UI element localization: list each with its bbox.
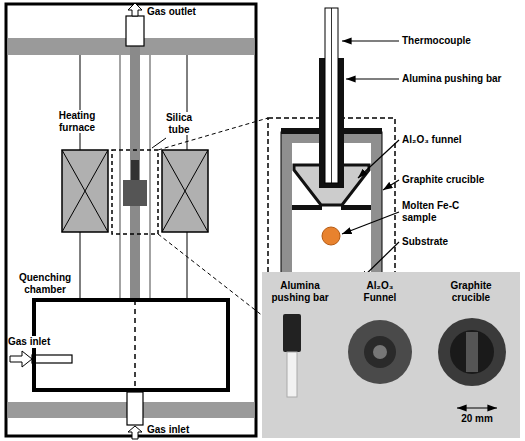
silica-tube-wall [149,55,150,298]
leader-line [346,78,399,79]
furnace-frame [6,4,256,436]
heater-block [62,150,108,232]
photo-label: Graphite crucible [440,280,502,303]
crucible-cap [344,128,382,134]
heater-cross [62,150,108,232]
part-label: Molten Fe-C sample [402,200,476,223]
center-rod [130,46,140,298]
part-label: Thermocouple [402,35,471,47]
heater-block [162,150,208,232]
small-pushing-bar [131,160,139,180]
part-label: Heating furnace [48,110,106,133]
photo-funnel-inner [364,336,396,368]
photo-crucible-inner [450,330,494,374]
scale-label: 20 mm [455,413,499,425]
photo-label: Al₂O₃ Funnel [350,280,410,303]
funnel-shelf [341,205,371,210]
molten-sample [322,227,340,245]
zoom-line [158,234,268,320]
part-label: Gas inlet [8,336,50,348]
crucible-cap [281,128,319,134]
part-label: Graphite crucible [402,174,484,186]
leader-line [383,180,399,190]
silica-tube-wall [119,55,120,298]
inlet-pipe [32,355,72,363]
outlet-arrow [128,3,142,16]
heater-cross [62,150,108,232]
tube-path [134,300,136,390]
chamber-label: Quenching chamber [14,272,76,295]
leader-line [358,140,399,178]
photo-funnel-hole [373,345,387,359]
part-label: Gas inlet [147,424,189,436]
part-label: Silica tube [158,112,200,135]
quenching-chamber: Quenching chamber [32,298,230,392]
thermocouple-wire [331,8,332,183]
inlet-arrow [10,351,32,367]
photo-label: Alumina pushing bar [264,280,336,303]
leader-line [342,40,399,41]
inlet-arrow [128,426,142,439]
outlet-pipe [126,16,144,46]
photo-crucible-slot [466,332,478,372]
photo-pushing-rod [287,352,297,397]
photo-pushing-bar [283,314,301,352]
part-label: Gas outlet [147,6,196,18]
leader-line [342,212,399,234]
leader-line [152,138,166,148]
photo-ground [262,272,520,438]
part-label: Al₂O₃ funnel [402,134,462,146]
photo-funnel [348,320,412,384]
heater-cross [162,150,208,232]
inlet-pipe [127,392,143,425]
scale-bar [457,407,497,408]
zoom-frame [112,150,158,234]
thermocouple [325,8,338,183]
funnel-shelf [292,205,322,210]
small-crucible [123,180,147,206]
heater-cross [162,150,208,232]
part-label: Substrate [402,236,448,248]
photo-panel: Alumina pushing bar Al₂O₃ Funnel Graphite … [262,272,520,438]
photo-crucible [438,318,506,386]
part-label: Alumina pushing bar [402,73,501,85]
